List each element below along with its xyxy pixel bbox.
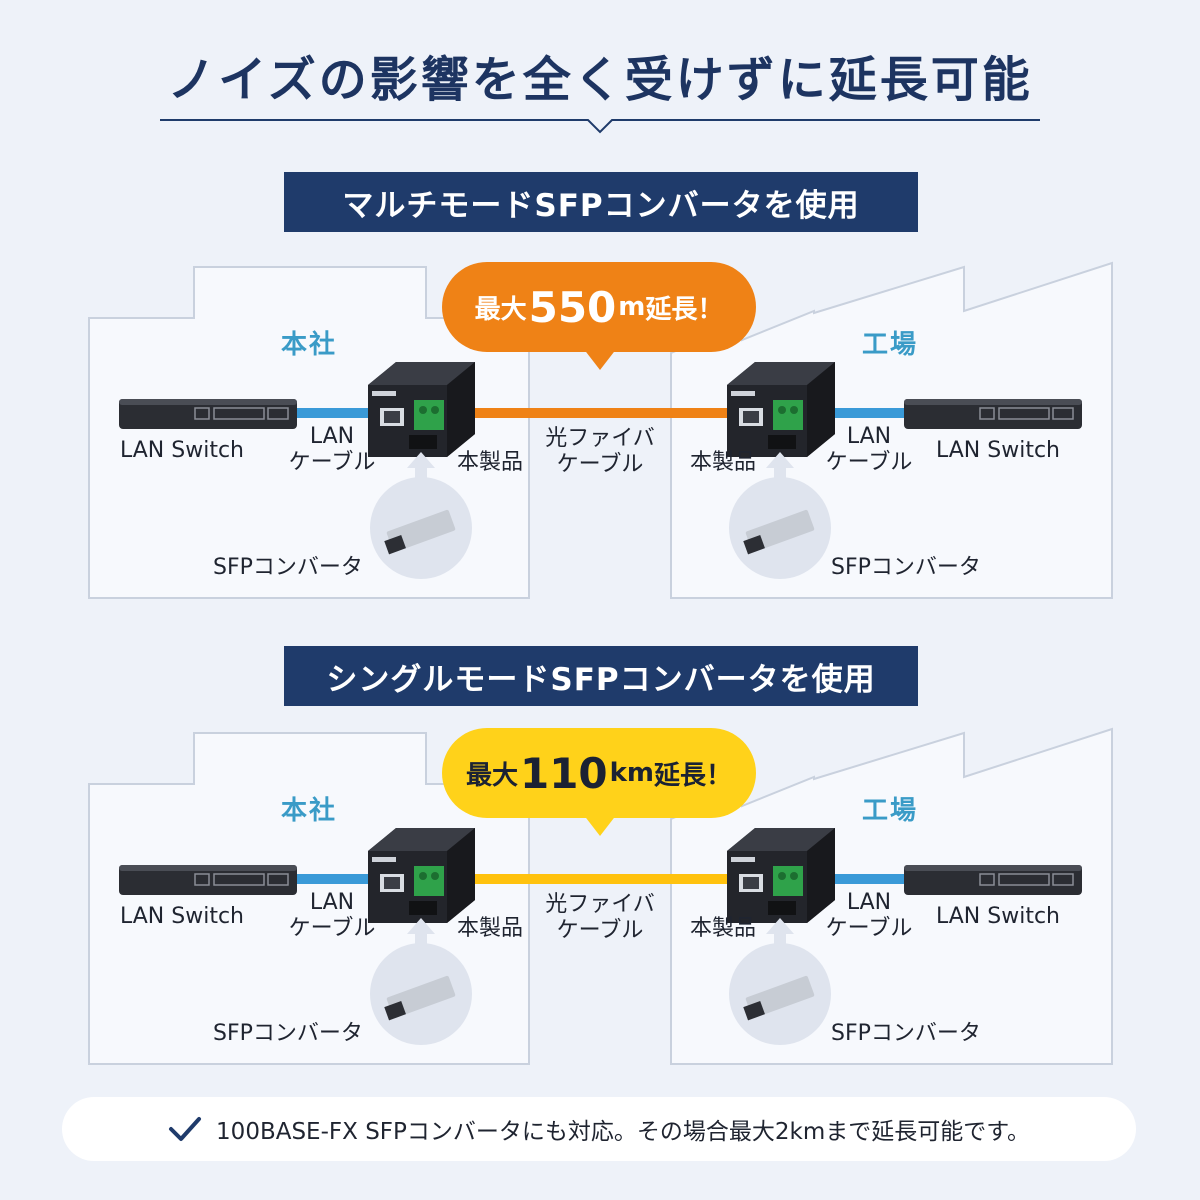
diagram-section-1: 最大 550 m 延長！ 本社 工場 LAN Switch LAN Switch…	[0, 258, 1200, 608]
sfp-module-icon	[370, 452, 472, 579]
right-lan-cable-label: LAN ケーブル	[821, 890, 917, 942]
right-product-label: 本製品	[690, 450, 757, 475]
hq-building-name: 本社	[281, 330, 338, 360]
bubble-suffix: 延長！	[645, 294, 724, 325]
compatibility-note: 100BASE-FX SFPコンバータにも対応。その場合最大2kmまで延長可能で…	[62, 1097, 1136, 1161]
fiber-label-line2: ケーブル	[556, 452, 644, 477]
left-switch-label: LAN Switch	[120, 438, 244, 463]
section-1-banner: マルチモードSFPコンバータを使用	[284, 172, 918, 232]
lan-cable-label-line1: LAN	[309, 890, 355, 915]
media-converter-icon	[727, 362, 835, 457]
lan-switch-icon	[119, 399, 297, 429]
bubble-prefix: 最大	[465, 760, 518, 791]
left-lan-cable-label: LAN ケーブル	[284, 424, 380, 476]
right-lan-cable-label: LAN ケーブル	[821, 424, 917, 476]
fiber-label-line2: ケーブル	[556, 918, 644, 943]
left-switch-label: LAN Switch	[120, 904, 244, 929]
sfp-module-icon	[729, 918, 831, 1045]
left-product-label: 本製品	[457, 916, 524, 941]
distance-bubble: 最大 110 km 延長！	[442, 728, 756, 818]
lan-cable-label-line2: ケーブル	[825, 450, 913, 475]
lan-switch-icon	[904, 399, 1082, 429]
lan-cable-label-line2: ケーブル	[288, 450, 376, 475]
page-headline: ノイズの影響を全く受けずに延長可能	[167, 52, 1033, 108]
fiber-cable-label: 光ファイバ ケーブル	[540, 892, 660, 944]
media-converter-icon	[368, 362, 475, 457]
right-sfp-label: SFPコンバータ	[831, 1021, 981, 1046]
right-switch-label: LAN Switch	[936, 904, 1060, 929]
lan-switch-icon	[119, 865, 297, 895]
sfp-module-icon	[370, 918, 472, 1045]
media-converter-icon	[727, 828, 835, 923]
fiber-cable-label: 光ファイバ ケーブル	[540, 426, 660, 478]
fiber-label-line1: 光ファイバ	[545, 892, 655, 917]
bubble-tail	[583, 348, 617, 370]
lan-cable-label-line2: ケーブル	[288, 916, 376, 941]
lan-cable-label-line1: LAN	[846, 424, 892, 449]
distance-bubble: 最大 550 m 延長！	[442, 262, 756, 352]
bubble-suffix: 延長！	[654, 760, 733, 791]
left-sfp-label: SFPコンバータ	[213, 555, 363, 580]
right-product-label: 本製品	[690, 916, 757, 941]
bubble-distance-unit: km	[609, 758, 655, 788]
factory-building-name: 工場	[862, 330, 919, 360]
left-product-label: 本製品	[457, 450, 524, 475]
right-sfp-label: SFPコンバータ	[831, 555, 981, 580]
bubble-distance-unit: m	[618, 292, 646, 322]
headline-divider	[160, 119, 1040, 134]
lan-cable-label-line2: ケーブル	[825, 916, 913, 941]
lan-cable-label-line1: LAN	[309, 424, 355, 449]
diagram-section-2: 最大 110 km 延長！ 本社 工場 LAN Switch LAN Switc…	[0, 724, 1200, 1074]
bubble-distance-value: 550	[528, 282, 617, 332]
factory-building-name: 工場	[862, 796, 919, 826]
right-switch-label: LAN Switch	[936, 438, 1060, 463]
diagram-background	[88, 727, 1113, 1065]
left-sfp-label: SFPコンバータ	[213, 1021, 363, 1046]
media-converter-icon	[368, 828, 475, 923]
lan-cable-label-line1: LAN	[846, 890, 892, 915]
fiber-label-line1: 光ファイバ	[545, 426, 655, 451]
sfp-module-icon	[729, 452, 831, 579]
hq-building-name: 本社	[281, 796, 338, 826]
left-lan-cable-label: LAN ケーブル	[284, 890, 380, 942]
lan-switch-icon	[904, 865, 1082, 895]
section-2-banner: シングルモードSFPコンバータを使用	[284, 646, 918, 706]
bubble-tail	[583, 814, 617, 836]
check-icon	[168, 1115, 202, 1143]
bubble-prefix: 最大	[474, 294, 527, 325]
diagram-background	[88, 261, 1113, 599]
compatibility-note-text: 100BASE-FX SFPコンバータにも対応。その場合最大2kmまで延長可能で…	[216, 1119, 1030, 1145]
bubble-distance-value: 110	[519, 748, 608, 798]
